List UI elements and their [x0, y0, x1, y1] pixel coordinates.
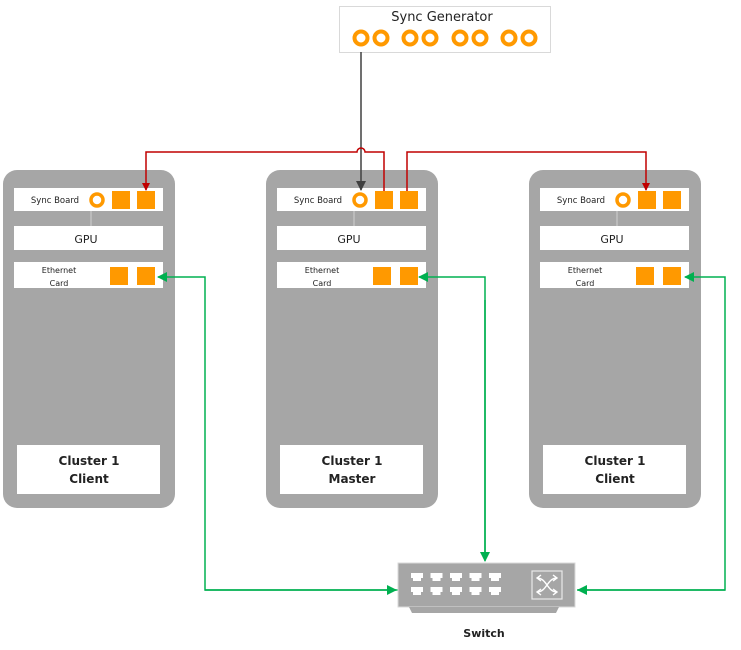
switch-port-icon	[450, 573, 462, 581]
switch-port-icon	[411, 587, 423, 595]
ethernet-port-icon	[400, 267, 418, 285]
sync-board-label: Sync Board	[557, 196, 605, 206]
gpu-label: GPU	[74, 233, 97, 246]
sync-port-icon	[638, 191, 656, 209]
sync-line-left	[142, 147, 385, 191]
sync-output-port-icon	[401, 29, 419, 47]
gpu-label: GPU	[600, 233, 623, 246]
switch-crossover-icon	[531, 570, 563, 600]
ethernet-label: Card	[313, 279, 332, 288]
sync-port-icon	[112, 191, 130, 209]
ethernet-port-icon	[663, 267, 681, 285]
switch-port-icon	[450, 587, 462, 595]
gpu	[540, 226, 689, 250]
genlock-input-port-icon	[615, 192, 631, 208]
cluster-name: Cluster 1	[59, 454, 120, 468]
ethernet-port-icon	[110, 267, 128, 285]
sync-output-port-icon	[372, 29, 390, 47]
ethernet-label: Ethernet	[305, 266, 339, 275]
ethernet-port-icon	[373, 267, 391, 285]
cluster-role: Client	[595, 472, 635, 486]
ethernet-port-icon	[636, 267, 654, 285]
sync-output-port-icon	[471, 29, 489, 47]
ethernet-label: Card	[576, 279, 595, 288]
gpu	[14, 226, 163, 250]
sync-generator-title: Sync Generator	[391, 10, 493, 25]
ethernet-label: Ethernet	[42, 266, 76, 275]
switch-port-icon	[469, 587, 482, 595]
ethernet-label: Ethernet	[568, 266, 602, 275]
cluster-role: Master	[329, 472, 376, 486]
switch-port-icon	[489, 587, 501, 595]
cluster-label-box	[280, 445, 423, 494]
sync-board-label: Sync Board	[294, 196, 342, 206]
gpu	[277, 226, 426, 250]
switch-port-icon	[469, 573, 482, 581]
sync-output-port-icon	[421, 29, 439, 47]
sync-output-port-icon	[500, 29, 518, 47]
sync-port-icon	[375, 191, 393, 209]
switch-port-icon	[489, 573, 501, 581]
cluster-label-box	[17, 445, 160, 494]
sync-output-port-icon	[520, 29, 538, 47]
switch-port-icon	[430, 587, 443, 595]
cluster-role: Client	[69, 472, 109, 486]
switch-port-icon	[430, 573, 443, 581]
switch-port-icon	[411, 573, 423, 581]
cluster-label-box	[543, 445, 686, 494]
gpu-label: GPU	[337, 233, 360, 246]
genlock-input-port-icon	[352, 192, 368, 208]
sync-output-port-icon	[352, 29, 370, 47]
sync-line-right	[406, 151, 650, 191]
sync-board-label: Sync Board	[31, 196, 79, 206]
sync-generator: Sync Generator	[339, 6, 551, 53]
sync-port-icon	[400, 191, 418, 209]
genlock-input-port-icon	[89, 192, 105, 208]
cluster-name: Cluster 1	[322, 454, 383, 468]
cluster-name: Cluster 1	[585, 454, 646, 468]
network-switch: Switch	[397, 562, 576, 640]
ethernet-port-icon	[137, 267, 155, 285]
switch-label: Switch	[463, 627, 504, 640]
sync-port-icon	[137, 191, 155, 209]
sync-output-port-icon	[451, 29, 469, 47]
sync-port-icon	[663, 191, 681, 209]
ethernet-label: Card	[50, 279, 69, 288]
